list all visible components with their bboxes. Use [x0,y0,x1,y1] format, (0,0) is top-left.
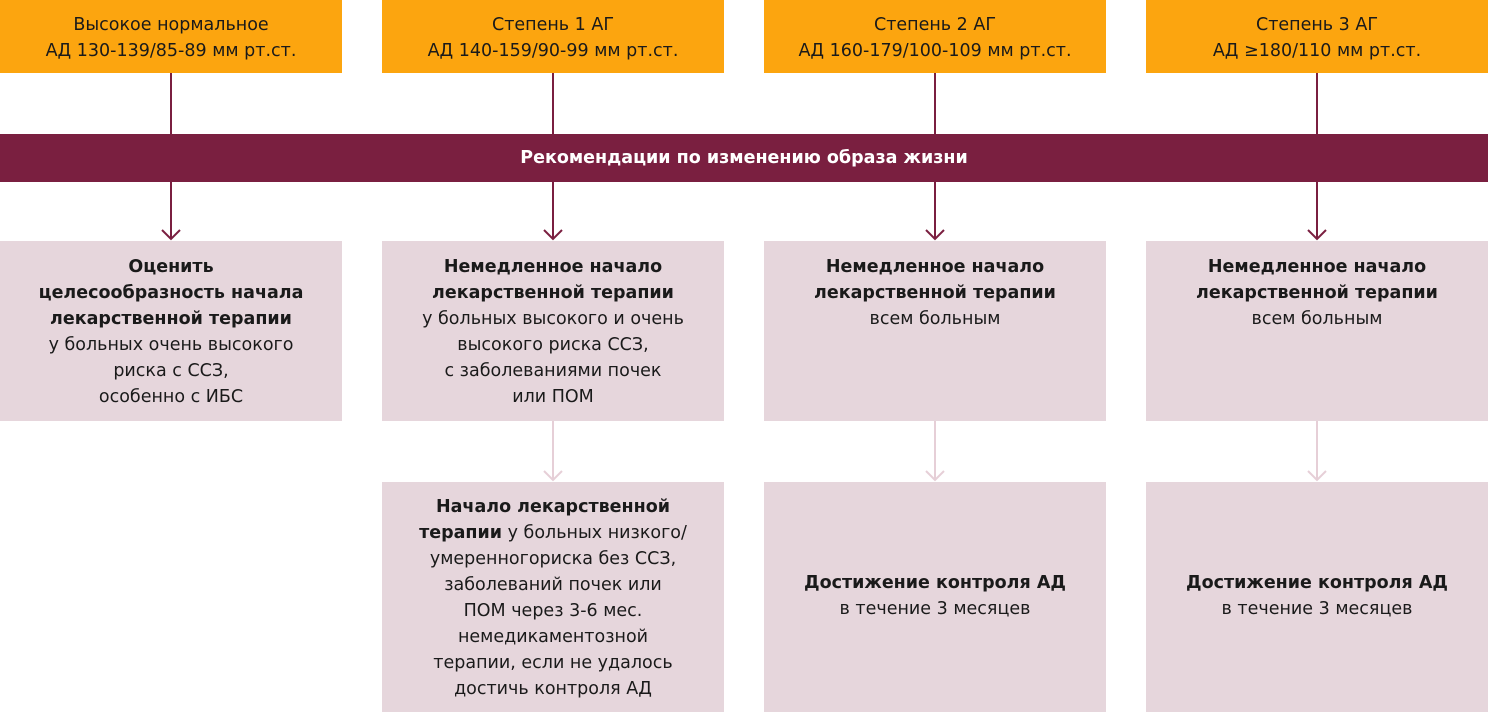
action-bold: Немедленное начало лекарственной терапии [432,257,674,303]
action-bold: Оценить целесообразность начала лекарств… [38,257,304,329]
outcome-bold: Достижение контроля АД [804,573,1066,593]
action-text: у больных высокого и очень высокого риск… [422,309,684,407]
action-text: у больных очень высокого риска с ССЗ, ос… [48,335,294,407]
outcome-box: Достижение контроля АД в течение 3 месяц… [1146,482,1488,712]
stage-grade-1: Степень 1 АГ АД 140-159/90-99 мм рт.ст. [382,0,724,73]
outcome-bold: Достижение контроля АД [1186,573,1448,593]
lifestyle-band: Рекомендации по изменению образа жизни [0,134,1488,182]
stage-title: Высокое нормальное [73,15,269,35]
action-box: Немедленное начало лекарственной терапии… [382,241,724,421]
stage-bp: АД 140-159/90-99 мм рт.ст. [427,41,679,61]
stage-title: Степень 2 АГ [873,15,997,35]
stage-title: Степень 3 АГ [1255,15,1379,35]
action-box: Немедленное начало лекарственной терапии… [1146,241,1488,421]
stage-bp: АД 160-179/100-109 мм рт.ст. [798,41,1072,61]
outcome-text: у больных низкого/ умеренногориска без С… [429,523,687,699]
stage-title: Степень 1 АГ [491,15,615,35]
action-text: всем больным [1251,309,1383,329]
outcome-text: в течение 3 месяцев [839,599,1031,619]
action-box: Оценить целесообразность начала лекарств… [0,241,342,421]
action-box: Немедленное начало лекарственной терапии… [764,241,1106,421]
outcome-box: Достижение контроля АД в течение 3 месяц… [764,482,1106,712]
action-bold: Немедленное начало лекарственной терапии [1196,257,1438,303]
outcome-bold: Начало лекарственной терапии [419,497,671,543]
stage-grade-3: Степень 3 АГ АД ≥180/110 мм рт.ст. [1146,0,1488,73]
stage-bp: АД ≥180/110 мм рт.ст. [1212,41,1422,61]
outcome-text: в течение 3 месяцев [1221,599,1413,619]
action-bold: Немедленное начало лекарственной терапии [814,257,1056,303]
stage-high-normal: Высокое нормальное АД 130-139/85-89 мм р… [0,0,342,73]
action-text: всем больным [869,309,1001,329]
stage-grade-2: Степень 2 АГ АД 160-179/100-109 мм рт.ст… [764,0,1106,73]
outcome-box: Начало лекарственной терапии у больных н… [382,482,724,712]
stage-bp: АД 130-139/85-89 мм рт.ст. [45,41,297,61]
